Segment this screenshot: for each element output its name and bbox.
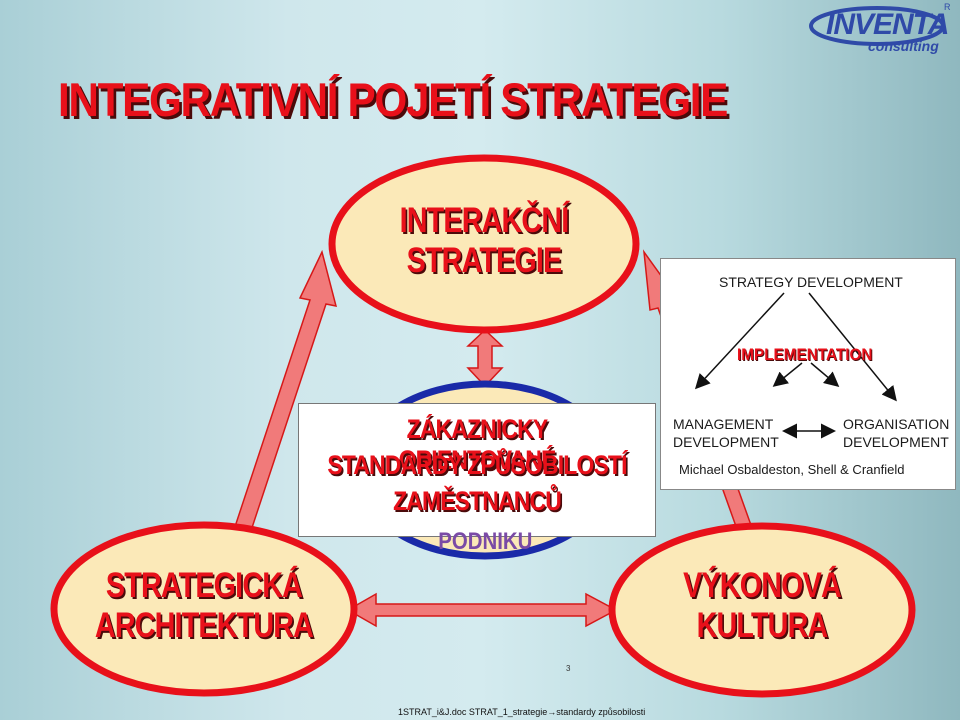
center-box-line-3: ZAMĚSTNANCŮ — [393, 486, 562, 516]
inset-arrows — [694, 292, 897, 439]
right-ellipse — [608, 522, 916, 698]
center-ellipse-label: PODNIKU — [438, 528, 533, 555]
right-ellipse-line-1: VÝKONOVÁ — [683, 566, 842, 605]
inventa-logo-swoosh-icon — [809, 6, 945, 46]
inset-management-development: MANAGEMENT DEVELOPMENT — [673, 415, 779, 451]
inset-left-line-1: MANAGEMENT — [673, 416, 774, 432]
center-box-line-2: STANDARDY ZPŮSOBILOSTÍ — [327, 450, 627, 480]
left-ellipse-label: STRATEGICKÁ ARCHITEKTURA — [89, 566, 319, 646]
center-box-line-1: ZÁKAZNICKY ORIENTOVANÉ — [398, 414, 557, 475]
inset-organisation-development: ORGANISATION DEVELOPMENT — [843, 415, 949, 451]
top-ellipse-line-2: STRATEGIE — [406, 241, 563, 280]
inset-implementation: IMPLEMENTATION — [737, 345, 873, 364]
left-ellipse-line-1: STRATEGICKÁ — [105, 566, 303, 605]
right-ellipse-label: VÝKONOVÁ KULTURA — [655, 566, 868, 646]
inset-left-line-2: DEVELOPMENT — [673, 434, 779, 450]
right-ellipse-line-2: KULTURA — [696, 606, 829, 645]
page-number: 3 — [566, 664, 571, 673]
footer-filename: 1STRAT_i&J.doc STRAT_1_strategie→standar… — [398, 707, 646, 717]
inset-right-line-1: ORGANISATION — [843, 416, 950, 432]
slide-title: INTEGRATIVNÍ POJETÍ STRATEGIE — [58, 73, 728, 126]
inset-source: Michael Osbaldeston, Shell & Cranfield — [679, 462, 905, 477]
arrow-vertical-center — [466, 328, 504, 388]
inset-right-line-2: DEVELOPMENT — [843, 434, 949, 450]
registered-mark: R — [944, 2, 951, 12]
top-ellipse-label: INTERAKČNÍ STRATEGIE — [377, 201, 590, 281]
top-ellipse — [328, 154, 640, 334]
center-box: ZÁKAZNICKY ORIENTOVANÉ STANDARDY ZPŮSOBI… — [298, 403, 656, 537]
inset-box: STRATEGY DEVELOPMENT MANAGEMENT DEVELOPM… — [660, 258, 956, 490]
top-ellipse-line-1: INTERAKČNÍ — [399, 201, 570, 240]
left-ellipse — [50, 521, 358, 697]
inset-strategy-development: STRATEGY DEVELOPMENT — [719, 274, 903, 290]
arrow-bottom-horizontal — [346, 592, 618, 628]
left-ellipse-line-2: ARCHITEKTURA — [94, 606, 314, 645]
logo-subtitle: consulting — [868, 38, 939, 54]
logo-name: INVENTA — [826, 8, 949, 41]
